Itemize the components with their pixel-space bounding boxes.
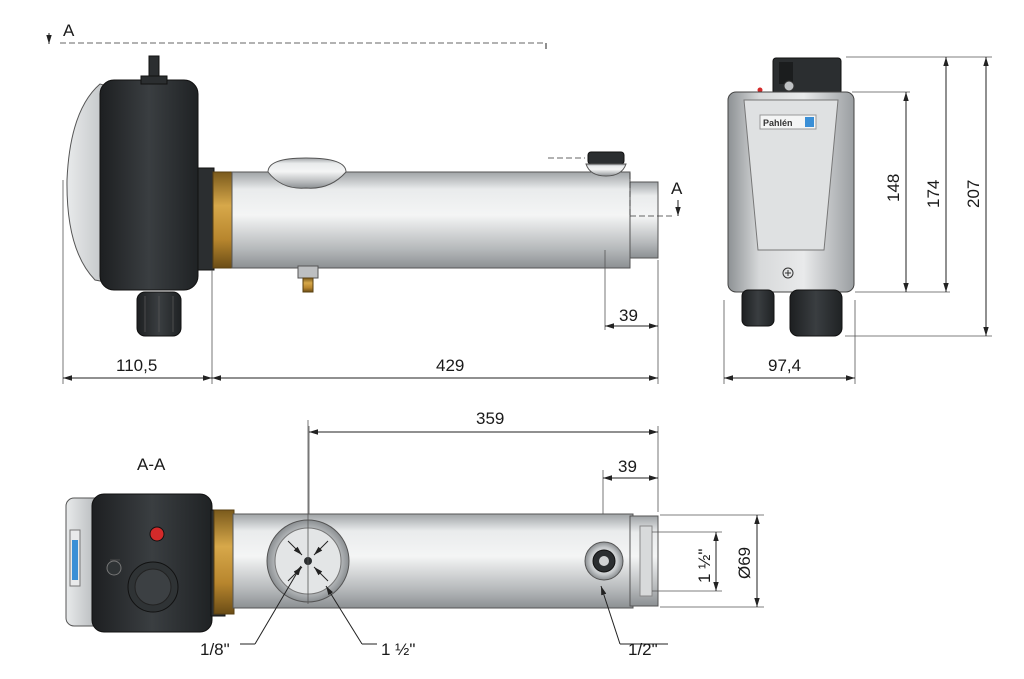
brass-ring-side	[212, 171, 234, 269]
drain-fitting	[297, 265, 319, 279]
dim-110-5: 110,5	[116, 356, 157, 375]
top-port-dome	[267, 157, 347, 189]
control-housing	[99, 79, 199, 291]
screw-icon	[782, 267, 794, 279]
dim-1-5-side: 1 ½"	[695, 549, 714, 583]
dim-1-5-bottom: 1 ½"	[381, 640, 415, 659]
dim-174: 174	[924, 180, 943, 208]
brand-logo	[759, 114, 817, 130]
indicator-lamp-icon	[149, 526, 165, 542]
front-panel	[743, 99, 839, 251]
dim-1-8: 1/8"	[200, 640, 230, 659]
side-view: A A	[46, 21, 683, 384]
dim-1-2: 1/2"	[628, 640, 658, 659]
flange-dark	[197, 167, 215, 271]
dim-359: 359	[476, 409, 504, 428]
dim-429: 429	[436, 356, 464, 375]
gland-large	[789, 289, 843, 337]
gland-small	[741, 289, 775, 327]
section-title: A-A	[137, 455, 166, 474]
dim-97-4: 97,4	[768, 356, 801, 375]
dim-39-top: 39	[619, 306, 638, 325]
dim-148: 148	[884, 174, 903, 202]
brass-ring-section	[213, 509, 235, 615]
dim-phi69: Ø69	[735, 547, 754, 579]
dim-207: 207	[964, 180, 983, 208]
outlet-pipe-side	[629, 181, 659, 259]
section-letter-top: A	[63, 21, 75, 40]
section-view: A-A 359 39	[65, 409, 764, 659]
sensor-cap	[587, 151, 625, 165]
brand-label: Pahlén	[763, 118, 793, 128]
dim-39-bottom: 39	[618, 457, 637, 476]
section-letter-right: A	[671, 179, 683, 198]
front-view: Pahlén 148 174 207 97,4	[723, 56, 992, 384]
